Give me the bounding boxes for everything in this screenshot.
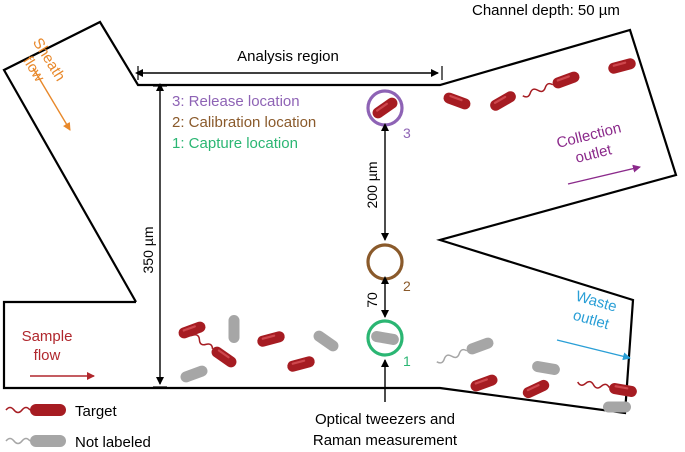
target-cell (577, 380, 637, 397)
sample-flow-line2: flow (34, 347, 61, 364)
cell-body (608, 58, 636, 74)
unlabeled-cell (228, 315, 240, 343)
release-location-label: 3: Release location (172, 93, 300, 110)
release-marker: 3 (403, 125, 411, 141)
legend-not-labeled-label: Not labeled (75, 434, 151, 451)
tweezers-line2: Raman measurement (313, 432, 458, 449)
dim-200-label: 200 µm (364, 162, 380, 209)
capture-marker: 1 (403, 353, 411, 369)
cell-body (532, 361, 560, 375)
legend-target-flagellum (5, 406, 31, 414)
calibration-location-circle (366, 243, 404, 281)
legend-gray-flagellum (5, 437, 31, 445)
channel-outline (2, 20, 678, 415)
unlabeled-cell (436, 337, 494, 364)
target-cell (608, 58, 636, 74)
cell-highlight (614, 385, 629, 390)
cell-body (466, 337, 494, 355)
cell-highlight (612, 61, 627, 67)
channel-depth-label: Channel depth: 50 µm (472, 2, 620, 19)
cell-body (371, 331, 399, 345)
cell-body (372, 97, 398, 119)
calibration-marker: 2 (403, 278, 411, 294)
cell-body (287, 356, 315, 372)
legend-target-label: Target (75, 403, 118, 420)
cell-highlight (182, 325, 196, 332)
cell-highlight (217, 349, 230, 359)
cell-body (180, 365, 208, 383)
target-cell (287, 356, 315, 372)
cell-highlight (556, 75, 570, 82)
cell-flagellum (577, 380, 610, 389)
cell-body (178, 321, 206, 339)
unlabeled-cell (371, 331, 399, 345)
legend-target-cell (30, 404, 66, 416)
dim-70-label: 70 (364, 292, 380, 308)
cell-flagellum (522, 82, 554, 98)
cell-highlight (493, 95, 507, 104)
target-cell (522, 379, 550, 399)
cells-layer (178, 58, 637, 413)
legend-gray-cell (30, 435, 66, 447)
cell-body (603, 401, 631, 413)
target-cell (372, 97, 398, 119)
cell-highlight (291, 359, 306, 365)
unlabeled-cell (313, 330, 339, 352)
target-cell (178, 321, 206, 339)
calibration-location-label: 2: Calibration location (172, 114, 316, 131)
waste-outlet-arrow (556, 339, 631, 361)
cell-highlight (526, 384, 540, 392)
unlabeled-cell (532, 361, 560, 375)
collection-outlet-label: Collection outlet (555, 119, 623, 166)
cell-highlight (261, 334, 276, 340)
cell-body (257, 331, 285, 347)
tweezers-line1: Optical tweezers and (315, 411, 455, 428)
sheath-flow-arrow (32, 67, 71, 131)
cell-body (552, 71, 580, 89)
unlabeled-cell (603, 401, 631, 413)
waste-outlet-label: Waste outlet (571, 288, 619, 334)
sample-flow-line1: Sample (22, 328, 73, 345)
cell-flagellum (436, 348, 468, 364)
cell-body (228, 315, 240, 343)
cell-highlight (474, 378, 488, 385)
cell-flagellum (185, 330, 214, 350)
cell-body (313, 330, 339, 352)
cell-body (522, 379, 550, 399)
analysis-region-label: Analysis region (237, 48, 339, 65)
collection-outlet-arrow (567, 164, 641, 185)
legend: Target Not labeled (5, 403, 151, 451)
capture-location-label: 1: Capture location (172, 135, 298, 152)
unlabeled-cell (180, 365, 208, 383)
cell-body (470, 374, 498, 392)
capture-location-circle (366, 319, 404, 357)
target-cell (522, 71, 580, 98)
target-cell (185, 330, 237, 368)
height-dimension-label: 350 µm (140, 227, 156, 274)
target-cell (490, 91, 516, 111)
cell-highlight (449, 94, 463, 102)
cell-body (211, 346, 237, 368)
sheath-flow-label: Sheath flow (19, 35, 68, 85)
cell-body (443, 92, 471, 110)
cell-body (609, 383, 637, 397)
target-cell (257, 331, 285, 347)
target-cell (470, 374, 498, 392)
cell-body (490, 91, 516, 111)
cell-highlight (376, 102, 388, 112)
target-cell (443, 92, 471, 110)
